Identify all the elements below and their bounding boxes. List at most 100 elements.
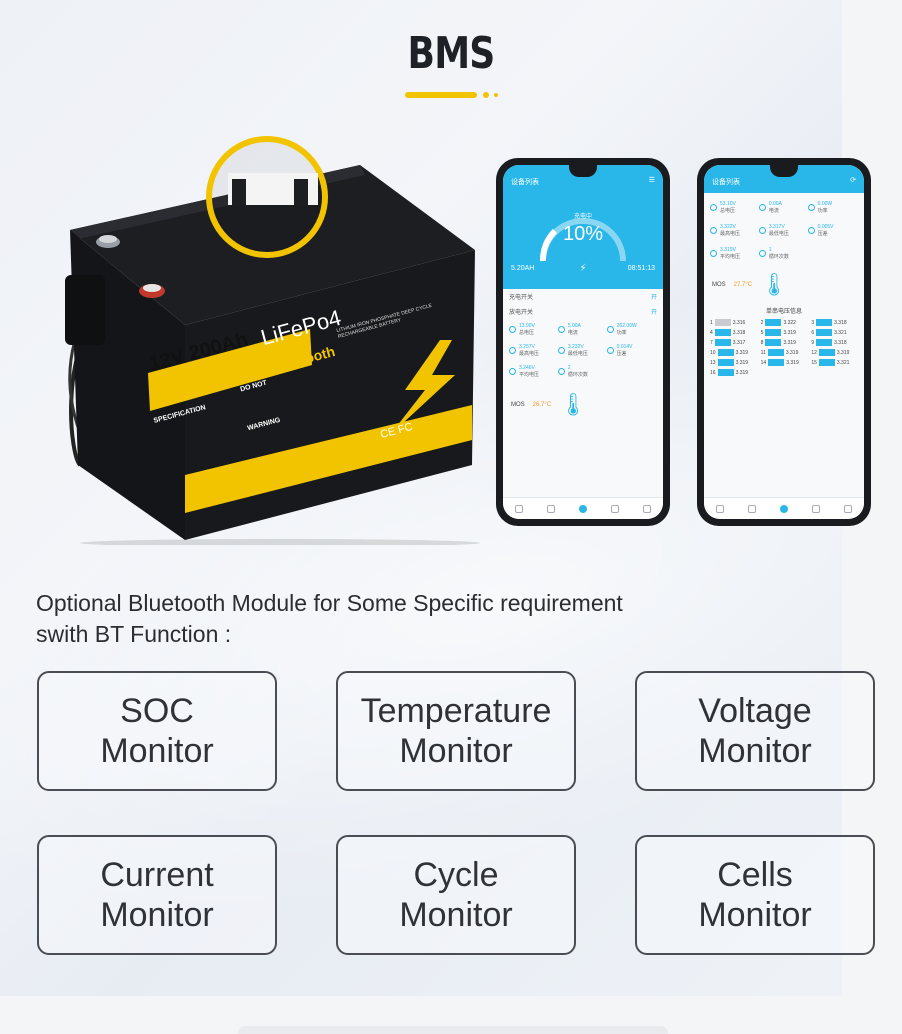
thermometer-icon: 🌡 bbox=[559, 392, 588, 417]
min-voltage-icon bbox=[758, 227, 766, 234]
phone-left-screen: 设备列表 ☰ 充电中 10% 5.20AH 08:51:13 ⚡ 充电开关 开 … bbox=[503, 165, 663, 519]
avg-voltage-icon bbox=[509, 368, 516, 375]
metric-value: 3.317V bbox=[768, 224, 785, 230]
cell-bar bbox=[818, 359, 835, 366]
mos-label: MOS bbox=[712, 282, 726, 288]
app-topbar-title: 设备列表 bbox=[712, 179, 740, 186]
tab-icon-active[interactable] bbox=[780, 504, 788, 513]
metric-label: 最高电压 bbox=[720, 231, 741, 237]
metric-value: 262.00W bbox=[616, 323, 637, 329]
switch-row: 放电开关 开 bbox=[503, 304, 663, 319]
cell-item: 10 3.319 bbox=[710, 349, 749, 356]
metric-value: 3.232V bbox=[567, 344, 584, 350]
description-line-1: Optional Bluetooth Module for Some Speci… bbox=[36, 590, 623, 616]
feature-subtitle: Monitor bbox=[698, 896, 812, 934]
app-tabbar bbox=[503, 497, 663, 519]
battery-illustration: 12V 200Ah LiFePo4 8000+Cycles With Bluet… bbox=[60, 135, 480, 547]
feature-title: Temperature bbox=[360, 692, 552, 730]
phone-left: 设备列表 ☰ 充电中 10% 5.20AH 08:51:13 ⚡ 充电开关 开 … bbox=[496, 158, 670, 526]
cell-bar bbox=[765, 339, 782, 346]
tab-icon[interactable] bbox=[812, 504, 820, 513]
cell-bar bbox=[714, 339, 731, 346]
tab-icon-active[interactable] bbox=[579, 504, 587, 513]
cell-voltage: 3.318 bbox=[834, 319, 847, 326]
cell-voltage: 3.319 bbox=[735, 349, 749, 356]
cycle-icon bbox=[557, 368, 565, 375]
cell-voltage: 3.318 bbox=[834, 339, 847, 346]
cell-voltage: 3.319 bbox=[786, 359, 799, 366]
feature-subtitle: Monitor bbox=[698, 732, 812, 770]
charge-switch-toggle[interactable]: 开 bbox=[650, 295, 657, 301]
voltage-diff-icon bbox=[807, 227, 815, 234]
metric-label: 压差 bbox=[817, 231, 828, 237]
metric-value: 0.00W bbox=[817, 201, 833, 207]
cell-bar bbox=[717, 369, 734, 376]
temperature-section: MOS 27.7°C 🌡 bbox=[704, 264, 864, 306]
mos-temp: 26.7°C bbox=[532, 402, 552, 408]
metric-label: 平均电压 bbox=[519, 372, 540, 378]
tab-icon[interactable] bbox=[547, 504, 555, 513]
tab-icon[interactable] bbox=[716, 504, 724, 513]
soc-value: 10% bbox=[562, 223, 604, 245]
cell-voltage: 3.316 bbox=[732, 319, 746, 326]
cell-item: 9 3.318 bbox=[811, 339, 847, 346]
metric-label: 循环次数 bbox=[768, 254, 789, 260]
metric-label: 平均电压 bbox=[720, 254, 741, 260]
page-title: BMS bbox=[407, 28, 496, 79]
tab-icon[interactable] bbox=[611, 504, 619, 513]
cell-bar bbox=[816, 339, 833, 346]
switch-row: 充电开关 开 bbox=[503, 289, 663, 304]
tab-icon[interactable] bbox=[643, 504, 651, 513]
soc-arc-icon bbox=[539, 218, 626, 262]
app-topbar-title: 设备列表 bbox=[511, 179, 539, 186]
discharge-switch-label: 放电开关 bbox=[509, 310, 534, 316]
cell-bar bbox=[767, 349, 784, 356]
cell-voltage: 3.319 bbox=[836, 349, 850, 356]
metric-label: 电流 bbox=[768, 208, 779, 214]
power-icon bbox=[606, 326, 614, 333]
cell-item: 13 3.319 bbox=[710, 359, 749, 366]
thermometer-icon: 🌡 bbox=[760, 272, 789, 297]
metric-value: 1 bbox=[768, 247, 772, 253]
tab-icon[interactable] bbox=[515, 504, 523, 513]
cell-bar bbox=[714, 319, 731, 326]
phone-notch bbox=[770, 165, 798, 177]
metric-label: 最低电压 bbox=[768, 231, 789, 237]
mos-temp: 27.7°C bbox=[733, 282, 753, 288]
cell-voltage: 3.321 bbox=[834, 329, 847, 336]
cell-item: 3 3.318 bbox=[811, 319, 847, 326]
metric-value: 53.10V bbox=[720, 201, 736, 207]
feature-title: Cycle bbox=[413, 856, 499, 894]
charge-switch-label: 充电开关 bbox=[509, 295, 534, 301]
charging-bolt-icon: ⚡ bbox=[579, 263, 587, 274]
min-voltage-icon bbox=[557, 347, 565, 354]
tab-icon[interactable] bbox=[748, 504, 756, 513]
metric-label: 最高电压 bbox=[519, 351, 540, 357]
metric-value: 0.014V bbox=[616, 344, 633, 350]
refresh-icon[interactable]: ⟳ bbox=[850, 177, 856, 184]
cell-voltage: 3.319 bbox=[783, 339, 796, 346]
cell-voltage: 3.317 bbox=[732, 339, 746, 346]
metric-label: 功率 bbox=[817, 208, 828, 214]
tab-icon[interactable] bbox=[844, 504, 852, 513]
discharge-switch-toggle[interactable]: 开 bbox=[650, 310, 657, 316]
battery-graphic bbox=[65, 136, 480, 547]
avg-voltage-icon bbox=[710, 250, 717, 257]
power-icon bbox=[807, 204, 815, 211]
metric-value: 3.257V bbox=[519, 344, 535, 350]
menu-icon[interactable]: ☰ bbox=[648, 177, 655, 184]
cell-bar bbox=[768, 359, 785, 366]
cell-item: 4 3.318 bbox=[710, 329, 746, 336]
